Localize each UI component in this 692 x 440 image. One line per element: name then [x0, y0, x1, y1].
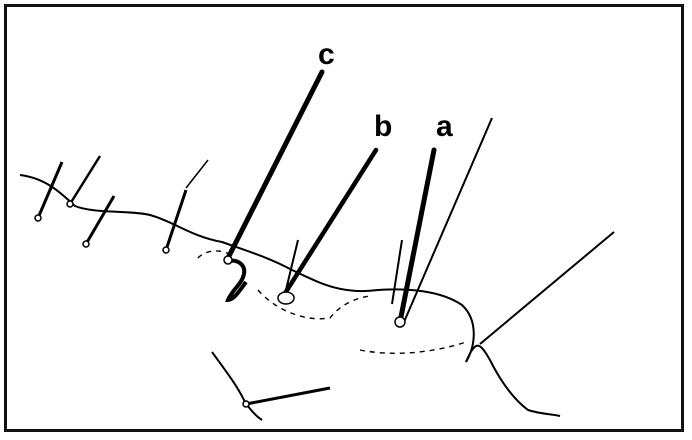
seta-1 — [38, 162, 62, 218]
seta-socket-6 — [243, 401, 249, 407]
seta-5 — [186, 160, 208, 188]
long-spine-right — [480, 232, 614, 344]
curled-structure — [226, 261, 246, 300]
bristle-c — [224, 72, 322, 264]
seta-2 — [70, 156, 100, 204]
label-a: a — [436, 110, 453, 143]
seta-socket-2 — [67, 201, 73, 207]
seta-socket-4 — [163, 247, 169, 253]
dashed-contour-right — [360, 342, 466, 353]
label-b: b — [374, 110, 392, 143]
small-setae — [35, 156, 330, 407]
seta-socket-1 — [35, 215, 41, 221]
lower-flap — [212, 352, 262, 420]
seta-6 — [246, 388, 330, 404]
body-edge-right — [466, 346, 560, 416]
seta-socket-3 — [83, 241, 89, 247]
label-c: c — [318, 38, 335, 71]
seta-3 — [86, 196, 114, 244]
dashed-contour-mid — [258, 290, 370, 319]
body-outline — [20, 175, 474, 362]
bristle-b — [278, 150, 376, 304]
seta-4 — [166, 190, 186, 250]
